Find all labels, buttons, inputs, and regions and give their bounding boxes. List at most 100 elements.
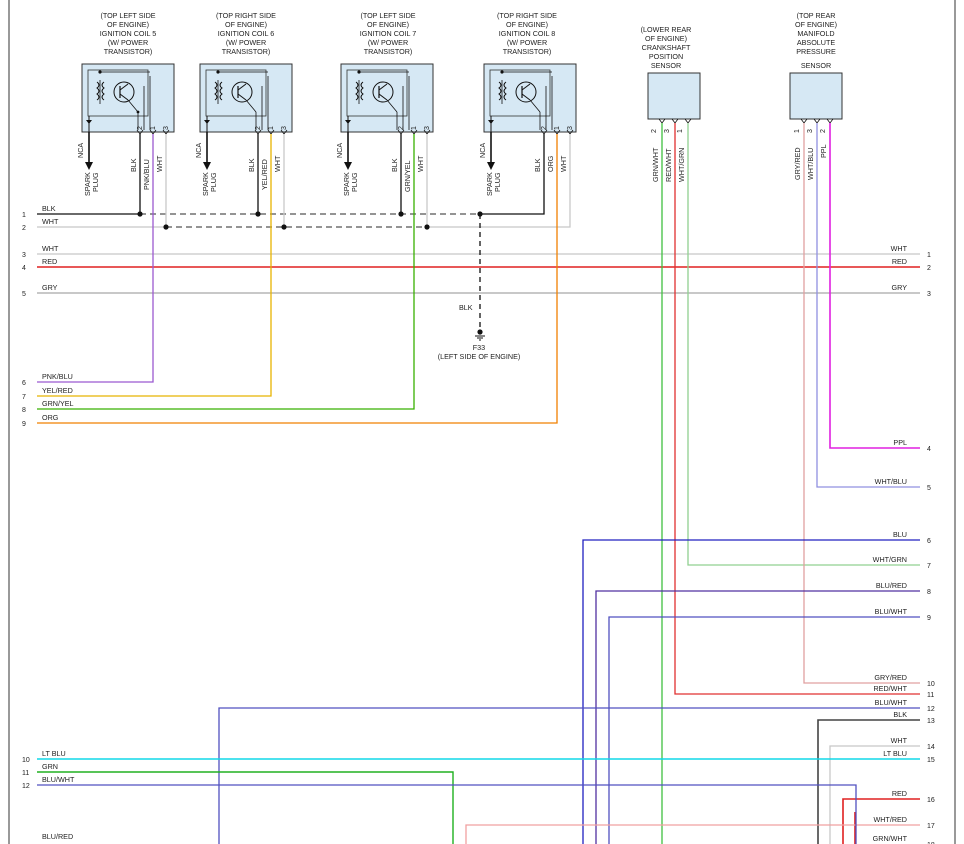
pin-number: 1	[411, 126, 418, 130]
coil6-header-line: OF ENGINE)	[225, 20, 267, 29]
spark-plug-coil8: NCA SPARK PLUG	[478, 132, 502, 196]
wire-blu-wht-9	[608, 616, 920, 844]
wire-yel-red-7	[37, 134, 272, 397]
left-wire-number: 10	[22, 757, 30, 764]
right-wire-number: 1	[927, 252, 931, 259]
wire-label: BLK	[533, 158, 542, 172]
wire-label: WHT/GRN	[677, 148, 686, 182]
right-wire-number: 15	[927, 757, 935, 764]
header-coil7: (TOP LEFT SIDE OF ENGINE) IGNITION COIL …	[360, 11, 416, 56]
wire-label: YEL/RED	[260, 159, 269, 190]
left-wire-label: BLK	[42, 204, 56, 213]
coil5-header-line: (W/ POWER	[108, 38, 148, 47]
wire-ppl-4	[829, 123, 920, 449]
spark-plug-label: PLUG	[91, 172, 100, 192]
spark-plug-label: PLUG	[209, 172, 218, 192]
pin-number: 1	[268, 126, 275, 130]
left-wire-number: 8	[22, 407, 26, 414]
map-header-line: (TOP REAR	[797, 11, 836, 20]
left-wire-number: 11	[22, 770, 29, 777]
map-header-line: MANIFOLD	[797, 29, 834, 38]
right-wire-label: BLU/RED	[876, 581, 907, 590]
map-header-line: OF ENGINE)	[795, 20, 837, 29]
left-wire-label: BLU/WHT	[42, 775, 75, 784]
splice-dots	[137, 211, 483, 230]
left-wire-label: WHT	[42, 217, 59, 226]
ignition-coil-5-box	[81, 63, 175, 133]
coil7-header-line: TRANSISTOR)	[364, 47, 413, 56]
map-header-line: PRESSURE	[796, 47, 836, 56]
coil6-header-line: (W/ POWER	[226, 38, 266, 47]
right-wire-number: 16	[927, 797, 935, 804]
right-wire-label: GRY/RED	[874, 673, 907, 682]
left-wire-label: RED	[42, 257, 57, 266]
right-wire-number: 9	[927, 615, 931, 622]
left-wire-label: GRN	[42, 762, 58, 771]
spark-plug-label: SPARK	[485, 172, 494, 196]
left-wire-label: ORG	[42, 413, 59, 422]
nca-label: NCA	[478, 143, 487, 158]
ground-id: F33	[473, 343, 485, 352]
nca-label: NCA	[194, 143, 203, 158]
wire-grn-yel-8	[37, 134, 415, 410]
wires	[37, 123, 920, 844]
coil6-header-line: TRANSISTOR)	[222, 47, 271, 56]
right-wire-number: 10	[927, 681, 935, 688]
wire-gry-red-10	[803, 123, 920, 684]
ckp-header-line: SENSOR	[651, 61, 681, 70]
pin-number: 3	[567, 126, 574, 130]
right-wire-label: PPL	[893, 438, 907, 447]
wire-label: RED/WHT	[664, 148, 673, 182]
pin-number: 2	[398, 126, 405, 130]
left-wire-number: 12	[22, 783, 30, 790]
wire-label: GRN/YEL	[403, 160, 412, 192]
header-map: (TOP REAR OF ENGINE) MANIFOLD ABSOLUTE P…	[795, 11, 837, 70]
pin-number: 3	[424, 126, 431, 130]
right-wire-number: 8	[927, 589, 931, 596]
wire-label: WHT	[155, 155, 164, 172]
right-wire-label: RED	[892, 257, 907, 266]
wire-label: BLK	[247, 158, 256, 172]
header-coil5: (TOP LEFT SIDE OF ENGINE) IGNITION COIL …	[100, 11, 156, 56]
wire-label: GRN/WHT	[651, 147, 660, 182]
right-wire-label: WHT	[891, 244, 908, 253]
wire-pnk-blu-6	[37, 134, 154, 383]
coil6-header-line: IGNITION COIL 6	[218, 29, 274, 38]
ignition-coil-6-box	[199, 63, 293, 133]
coil-symbol	[87, 69, 149, 117]
right-wire-number: 11	[927, 692, 934, 699]
coil8-header-line: TRANSISTOR)	[503, 47, 552, 56]
right-wire-number: 12	[927, 706, 935, 713]
right-wire-number: 3	[927, 291, 931, 298]
wire-label: BLK	[129, 158, 138, 172]
coil6-header-line: (TOP RIGHT SIDE	[216, 11, 276, 20]
coil-symbol	[205, 69, 267, 117]
ground-location: (LEFT SIDE OF ENGINE)	[438, 352, 521, 361]
wire-label: WHT	[559, 155, 568, 172]
pin-number: 2	[137, 126, 144, 130]
left-wire-number: 5	[22, 291, 26, 298]
wire-wht-grn-7	[687, 123, 920, 566]
wire-blk-coil8	[480, 134, 545, 215]
wire-wht-blu-5	[816, 123, 920, 488]
right-wire-label: BLU	[893, 530, 907, 539]
left-wire-number: 4	[22, 265, 26, 272]
right-wire-number: 2	[927, 265, 931, 272]
coil7-header-line: (TOP LEFT SIDE	[360, 11, 415, 20]
coil7-header-line: OF ENGINE)	[367, 20, 409, 29]
pin-number: 2	[651, 129, 658, 133]
pin-number: 1	[794, 129, 801, 133]
coil-symbol	[489, 69, 551, 117]
ignition-coil-7-box	[340, 63, 434, 133]
wire-label: BLK	[390, 158, 399, 172]
pin-number: 2	[541, 126, 548, 130]
ckp-header-line: CRANKSHAFT	[642, 43, 691, 52]
spark-plug-label: PLUG	[493, 172, 502, 192]
wire-blu-wht-12	[218, 707, 920, 844]
left-wire-label: PNK/BLU	[42, 372, 73, 381]
spark-plug-coil5: NCA SPARK PLUG	[76, 132, 100, 196]
left-wire-label: GRY	[42, 283, 58, 292]
coil5-header-line: IGNITION COIL 5	[100, 29, 156, 38]
